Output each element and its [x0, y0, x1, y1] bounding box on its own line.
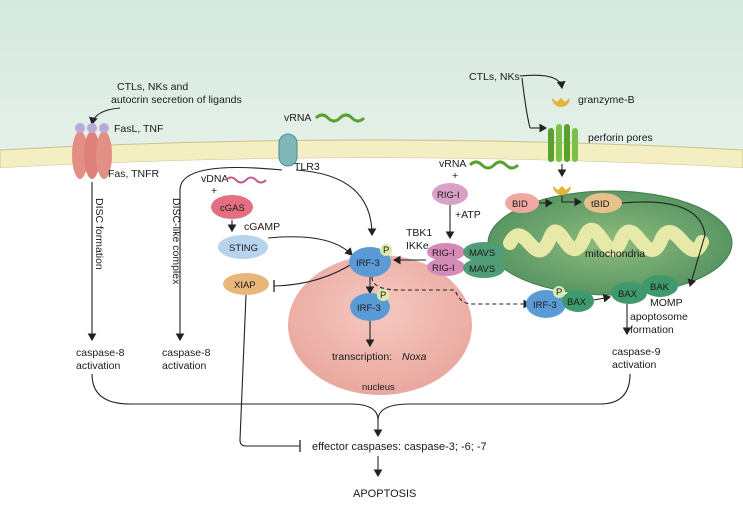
bak-node [642, 275, 678, 297]
sting-label: STING [229, 243, 258, 254]
vrna-top-label: vRNA [284, 112, 311, 124]
p2-badge [377, 289, 389, 301]
tbid-node [584, 193, 622, 213]
tbid-to-bak-arrow [621, 201, 706, 288]
xiap-node [223, 273, 269, 295]
extracellular-space [0, 0, 743, 160]
vrna-mid-label: vRNA [439, 158, 466, 170]
granzyme-b-label: granzyme-B [578, 94, 635, 106]
bax2-node [611, 282, 647, 304]
ikke-label: IKKe [406, 240, 429, 252]
cgas-label: cGAS [220, 203, 245, 214]
formation-label: formation [630, 324, 674, 336]
granzyme-b-shape [552, 98, 570, 107]
bax-label: BAX [567, 297, 587, 308]
vrna-mid-strand [468, 160, 520, 170]
bax-to-momp-arrow [593, 293, 612, 303]
bak-label: BAK [650, 282, 670, 293]
ctls-nks-autocrine-label: CTLs, NKs and [117, 81, 188, 93]
ctls-nks-autocrine-label-2: autocrin secretion of ligands [111, 94, 242, 106]
bax-node [562, 290, 594, 312]
bax2-label: BAX [618, 289, 638, 300]
casp8-left-converge [91, 373, 379, 421]
sting-to-irf3-arrow [267, 236, 353, 256]
irf3-nuc-label: IRF-3 [357, 303, 381, 314]
p1-label: P [383, 245, 389, 256]
plus-2: + [452, 170, 458, 182]
cgamp-label: cGAMP [244, 221, 280, 233]
xiap-label: XIAP [234, 280, 256, 291]
cgas-node [211, 195, 253, 219]
p1-badge [380, 244, 392, 256]
casp8-mid-label: caspase-8 [162, 347, 211, 359]
activation-right-label: activation [612, 359, 657, 371]
irf3-cyto-node [349, 247, 391, 277]
ctls-to-granzyme-arrow [519, 74, 566, 90]
sting-node [218, 235, 268, 259]
rig-i-label: RIG-I [437, 190, 460, 201]
tlr3-to-irf3-arrow [295, 169, 377, 237]
fasl-tnf-label: FasL, TNF [114, 123, 163, 135]
transcription-label: transcription: [332, 351, 392, 363]
rig-i-a-label: RIG-I [432, 248, 455, 259]
bid-label: BID [512, 199, 528, 210]
nucleus [288, 255, 472, 395]
vdna-strand [225, 176, 267, 184]
irf3-inhibits-xiap [273, 261, 356, 287]
mitochondria: mitochondria [487, 190, 733, 296]
casp9-converge [377, 373, 631, 421]
mitochondria-label: mitochondria [585, 248, 645, 260]
perforin-pore [548, 124, 578, 162]
momp-label: MOMP [650, 297, 683, 309]
tbid-label: tBID [591, 199, 610, 210]
ctls-nks-label: CTLs, NKs [469, 71, 520, 83]
irf3-to-bax-dashed [371, 276, 532, 309]
vdna-label: vDNA [201, 173, 228, 185]
activation-left-label: activation [76, 360, 121, 372]
rig-i-a-node [427, 243, 465, 261]
mavs-a-node [463, 242, 505, 262]
granzyme-b-cyto [553, 186, 571, 195]
fas-receptors [72, 123, 112, 179]
effector-label: effector caspases: caspase-3; -6; -7 [312, 441, 487, 453]
atp-label: +ATP [455, 209, 481, 221]
irf3-bax-label: IRF-3 [533, 300, 557, 311]
tlr3-to-casp8-arrow [175, 166, 283, 342]
casp9-label: caspase-9 [612, 346, 661, 358]
bid-node [505, 193, 539, 213]
perforin-pores-label: perforin pores [588, 132, 653, 144]
p3-badge [553, 286, 565, 298]
xiap-inhibits-effector [239, 294, 300, 447]
disc-like-label: DISC-like complex [170, 198, 182, 285]
mavs-a-label: MAVS [469, 248, 495, 259]
p3-label: P [556, 287, 562, 298]
casp8-left-label: caspase-8 [76, 347, 125, 359]
irf3-cyto-label: IRF-3 [356, 258, 380, 269]
fas-tnfr-label: Fas, TNFR [108, 168, 160, 180]
mavs-b-node [463, 258, 505, 278]
apoptosome-label: apoptosome [630, 311, 688, 323]
ctls-to-perforin-line [521, 77, 531, 129]
p2-label: P [380, 290, 386, 301]
activation-mid-label: activation [162, 360, 207, 372]
noxa-label: Noxa [402, 351, 427, 363]
rig-i-b-node [427, 258, 465, 276]
plus-1: + [211, 185, 217, 197]
tbk1-label: TBK1 [406, 227, 432, 239]
granzyme-to-tbid-arrow [561, 196, 583, 207]
nucleus-label: nucleus [362, 382, 395, 393]
ligand-arrow [89, 107, 121, 126]
vrna-top-strand [314, 113, 366, 123]
mavs-b-label: MAVS [469, 264, 495, 275]
rig-i-b-label: RIG-I [432, 263, 455, 274]
tlr3-receptor [278, 133, 298, 167]
disc-formation-label: DISC formation [93, 198, 105, 270]
rig-i-node [432, 183, 468, 205]
apoptosis-label: APOPTOSIS [353, 488, 416, 500]
